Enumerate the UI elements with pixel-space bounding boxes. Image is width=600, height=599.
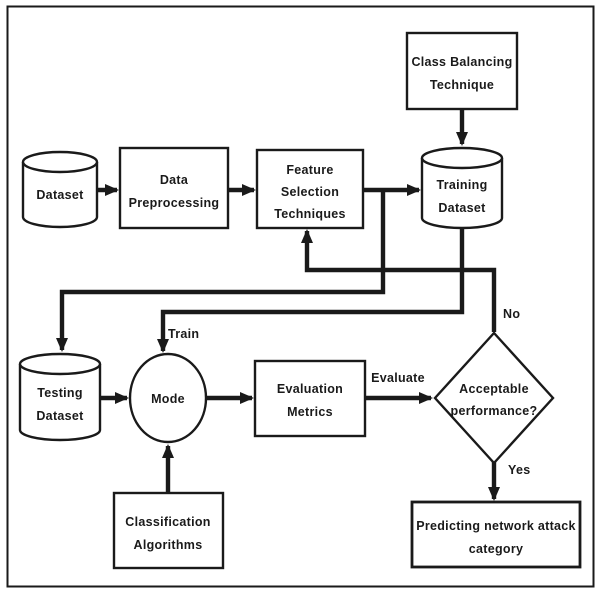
edge-label-no: No [503, 307, 520, 321]
evaluation-metrics-label-line2: Metrics [287, 405, 333, 419]
node-class-balancing [405, 31, 519, 111]
node-classification-algorithms [112, 491, 225, 570]
model-label: Mode [151, 392, 185, 406]
class-balancing-label-line1: Class Balancing [411, 55, 512, 69]
testing-dataset-label-line2: Dataset [36, 409, 84, 423]
node-training-dataset-cylinder-top [420, 146, 504, 170]
edge-label-yes: Yes [508, 463, 530, 477]
evaluation-metrics-label-line1: Evaluation [277, 382, 343, 396]
classification-algorithms-label-line2: Algorithms [134, 538, 203, 552]
predicting-category-label-line1: Predicting network attack [416, 519, 576, 533]
node-training-dataset-cylinder-body [420, 158, 504, 230]
node-evaluation-metrics [253, 359, 367, 438]
node-dataset-cylinder-body [21, 162, 99, 229]
class-balancing-label-line2: Technique [430, 78, 494, 92]
training-dataset-label-line1: Training [436, 178, 487, 192]
edge-training-dataset-to-model-train [157, 227, 465, 353]
edge-feature-selection-to-testing-dataset [56, 191, 386, 352]
node-acceptable-performance-diamond [433, 331, 555, 465]
acceptable-performance-label-line2: performance? [451, 404, 538, 418]
edge-label-evaluate: Evaluate [371, 371, 425, 385]
classification-algorithms-label-line1: Classification [125, 515, 210, 529]
edge-no-feedback-to-feature-selection [301, 229, 497, 332]
node-dataset-cylinder-top [21, 150, 99, 174]
data-preprocessing-label-line2: Preprocessing [129, 196, 220, 210]
dataset-label: Dataset [36, 188, 84, 202]
predicting-category-label-line2: category [469, 542, 524, 556]
feature-selection-label-line3: Techniques [274, 207, 346, 221]
feature-selection-label-line1: Feature [286, 163, 333, 177]
edge-label-train: Train [168, 327, 199, 341]
node-model-circle [128, 352, 208, 444]
node-testing-dataset-cylinder-top [18, 352, 102, 376]
node-testing-dataset-cylinder-body [18, 364, 102, 442]
acceptable-performance-label-line1: Acceptable [459, 382, 529, 396]
feature-selection-label-line2: Selection [281, 185, 339, 199]
node-predicting-category [410, 500, 582, 569]
figure-border [6, 5, 595, 588]
node-data-preprocessing [118, 146, 230, 230]
training-dataset-label-line2: Dataset [438, 201, 486, 215]
data-preprocessing-label-line1: Data [160, 173, 189, 187]
node-feature-selection [255, 148, 365, 230]
testing-dataset-label-line1: Testing [37, 386, 83, 400]
